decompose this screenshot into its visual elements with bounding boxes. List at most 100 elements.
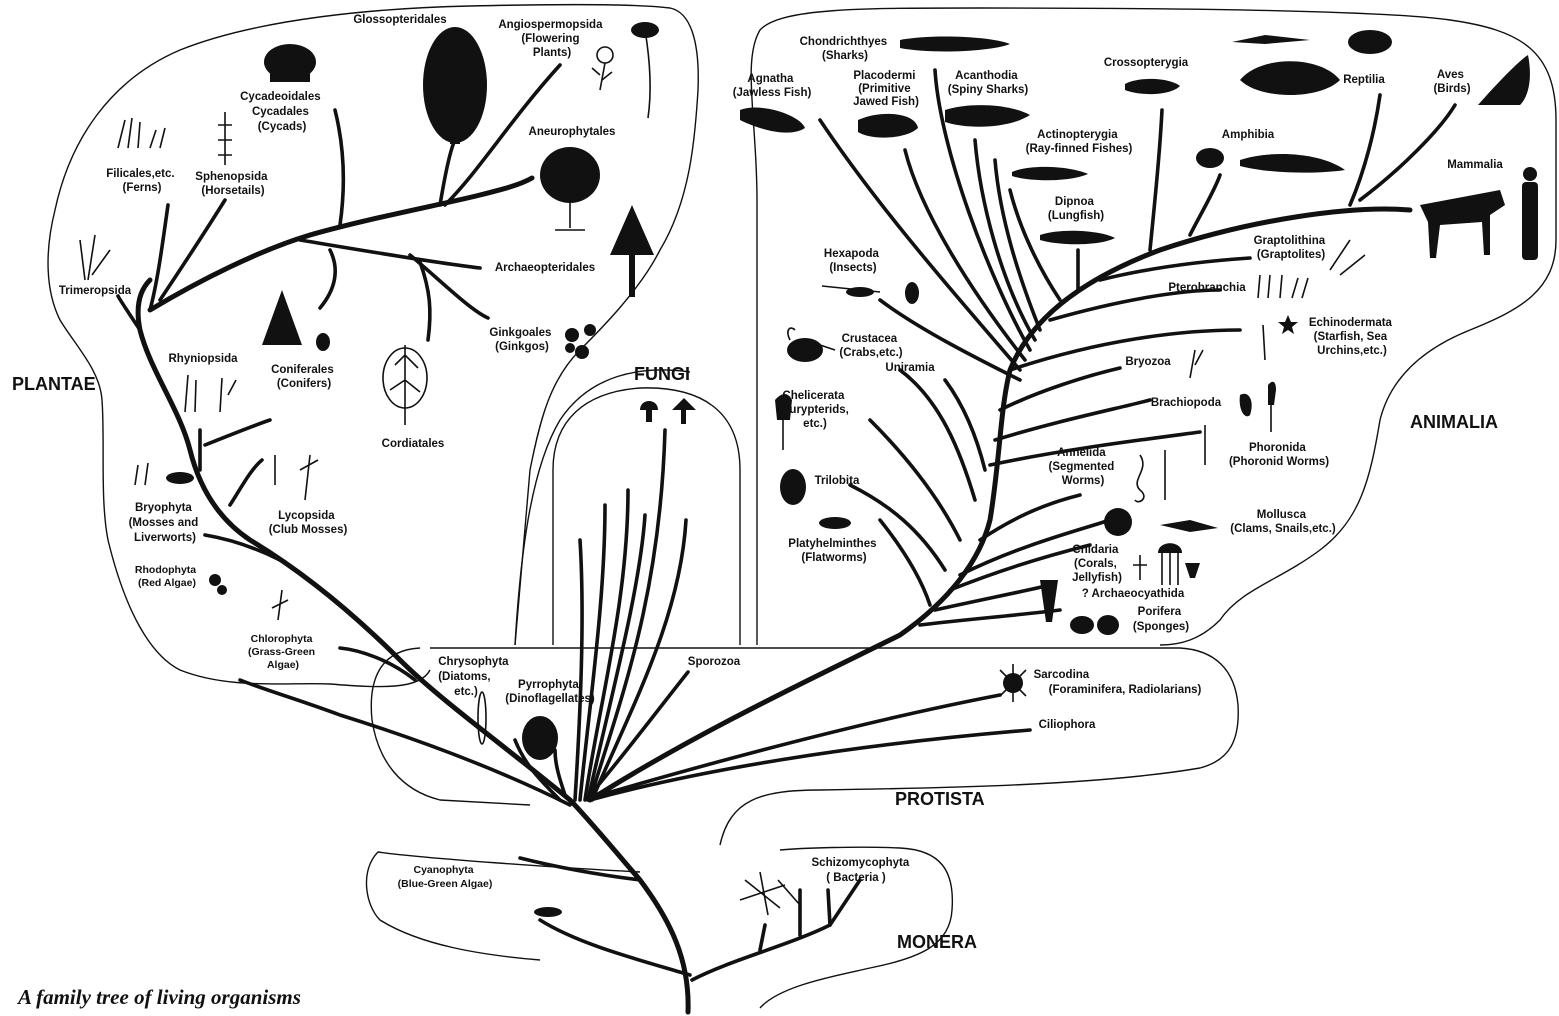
- flatworm-icon: [819, 517, 851, 529]
- placoderm-icon: [858, 113, 918, 138]
- branch-graptolithina: [1098, 256, 1252, 282]
- eurypterid-icon: [775, 394, 792, 450]
- sponge-icon: [1070, 615, 1119, 635]
- label-platyhelminthes: Platyhelminthes (Flatworms): [788, 538, 879, 564]
- region-outlines: [47, 3, 1557, 1009]
- diatom-icon: [477, 691, 487, 745]
- branch-main-upper: [147, 175, 535, 313]
- insect-icon: [821, 282, 919, 304]
- lungfish-icon: [1040, 230, 1115, 245]
- starfish-icon: [1262, 315, 1298, 361]
- branch-crustacea: [898, 368, 977, 502]
- human-icon: [1522, 167, 1538, 260]
- branch-fungi-5: [588, 428, 667, 802]
- label-cyanophyta: Cyanophyta (Blue-Green Algae): [398, 864, 493, 890]
- fern-icon: [117, 117, 166, 149]
- label-annelida: Annelida (Segmented Worms): [1048, 447, 1117, 487]
- bryozoan-icon: [1189, 349, 1204, 379]
- label-porifera: Porifera (Sponges): [1133, 606, 1189, 633]
- branch-crossopterygia: [1148, 108, 1164, 252]
- mushroom-icon: [640, 398, 696, 424]
- pterosaur-icon: [1232, 35, 1310, 44]
- label-archaeopteridales: Archaeopteridales: [495, 262, 595, 274]
- branch-trilobita: [848, 483, 947, 572]
- label-brachiopoda: Brachiopoda: [1151, 397, 1222, 409]
- branch-cnidaria: [948, 543, 1092, 592]
- label-rhyniopsida: Rhyniopsida: [168, 353, 238, 365]
- lobe-finned-fish-icon: [1125, 78, 1180, 95]
- branch-reptilia: [1348, 93, 1382, 207]
- branch-uniramia: [943, 378, 987, 472]
- branch-schizomycophyta: [690, 878, 862, 982]
- figure-caption: A family tree of living organisms: [18, 985, 301, 1009]
- branch-ciliophora: [588, 728, 1032, 802]
- kingdom-fungi: FUNGI: [634, 364, 690, 384]
- label-reptilia: Reptilia: [1343, 74, 1385, 86]
- label-sarcodina: Sarcodina (Foraminifera, Radiolarians): [1034, 669, 1202, 696]
- branch-pterobranchia: [1048, 288, 1222, 322]
- branch-dipnoa: [1008, 188, 1062, 302]
- label-rhodophyta: Rhodophyta (Red Algae): [135, 564, 199, 589]
- branch-filicales: [148, 203, 170, 312]
- branch-bacteria-2: [758, 923, 767, 952]
- label-chrysophyta: Chrysophyta (Diatoms, etc.): [438, 656, 512, 698]
- label-dipnoa: Dipnoa (Lungfish): [1048, 196, 1104, 222]
- branch-echinodermata: [1008, 328, 1242, 372]
- cordaites-tree-icon: [382, 345, 428, 425]
- aneurophytales-tree-icon: [540, 147, 600, 231]
- label-phoronida: Phoronida (Phoronid Worms): [1229, 442, 1329, 468]
- branch-lycopsida: [228, 458, 264, 507]
- branch-pyrrophyta: [553, 748, 567, 797]
- branch-rhyniopsida: [203, 418, 272, 447]
- branch-conifers: [318, 248, 337, 310]
- label-coniferales: Coniferales (Conifers): [271, 364, 337, 390]
- organism-silhouettes: [79, 22, 1538, 917]
- branch-hexapoda: [878, 298, 1022, 382]
- label-pyrrophyta: Pyrrophyta (Dinoflagellates): [505, 679, 595, 705]
- animalia-region: [750, 7, 1557, 646]
- label-sphenopsida: Sphenopsida (Horsetails): [195, 171, 270, 197]
- blue-green-algae-icon: [534, 907, 562, 917]
- cycad-icon: [264, 44, 316, 82]
- label-hexapoda: Hexapoda (Insects): [824, 248, 882, 274]
- branch-mollusca: [958, 518, 1112, 577]
- branch-sarcodina: [588, 693, 1002, 800]
- label-chondrichthyes: Chondrichthyes (Sharks): [800, 36, 891, 62]
- crab-icon: [787, 327, 836, 362]
- branch-bryozoa: [998, 366, 1122, 412]
- branch-aves: [1358, 103, 1457, 202]
- label-chelicerata: Chelicerata (Eurypterids, etc.): [778, 390, 852, 430]
- label-mammalia: Mammalia: [1447, 159, 1503, 171]
- green-algae-icon: [271, 589, 289, 621]
- label-trimeropsida: Trimeropsida: [59, 285, 132, 297]
- squid-icon: [1160, 520, 1218, 532]
- branch-chrysophyta: [513, 738, 562, 802]
- trimeropsida-icon: [79, 234, 111, 281]
- glossopteris-tree-icon: [423, 27, 487, 144]
- label-crustacea: Crustacea (Crabs,etc.): [839, 333, 902, 359]
- branch-agnatha: [818, 118, 1022, 372]
- ray-finned-fish-icon: [1012, 166, 1088, 181]
- branch-amphibia: [1188, 173, 1222, 237]
- branch-fungi-2: [578, 503, 607, 802]
- branch-cycads: [333, 108, 346, 227]
- horsetail-icon: [218, 112, 232, 165]
- kingdom-animalia: ANIMALIA: [1410, 412, 1498, 432]
- main-trunk: [567, 797, 691, 1015]
- branch-trimeropsida: [116, 294, 142, 332]
- kingdom-protista: PROTISTA: [895, 789, 985, 809]
- jawless-fish-icon: [740, 107, 805, 133]
- annelid-worm-icon: [1134, 450, 1166, 503]
- label-sporozoa: Sporozoa: [688, 656, 741, 668]
- label-filicales: Filicales,etc. (Ferns): [106, 168, 178, 194]
- archaeopteris-tree-icon: [610, 205, 654, 297]
- jellyfish-icon: [1158, 543, 1200, 585]
- label-pterobranchia: Pterobranchia: [1168, 282, 1246, 294]
- radiolarian-icon: [999, 664, 1027, 702]
- amphibian-icon: [1240, 154, 1345, 173]
- branch-bacteria-4: [826, 888, 832, 927]
- branch-monera-lower: [518, 856, 642, 882]
- turtle-icon: [1348, 30, 1392, 54]
- label-crossopterygia: Crossopterygia: [1104, 57, 1189, 69]
